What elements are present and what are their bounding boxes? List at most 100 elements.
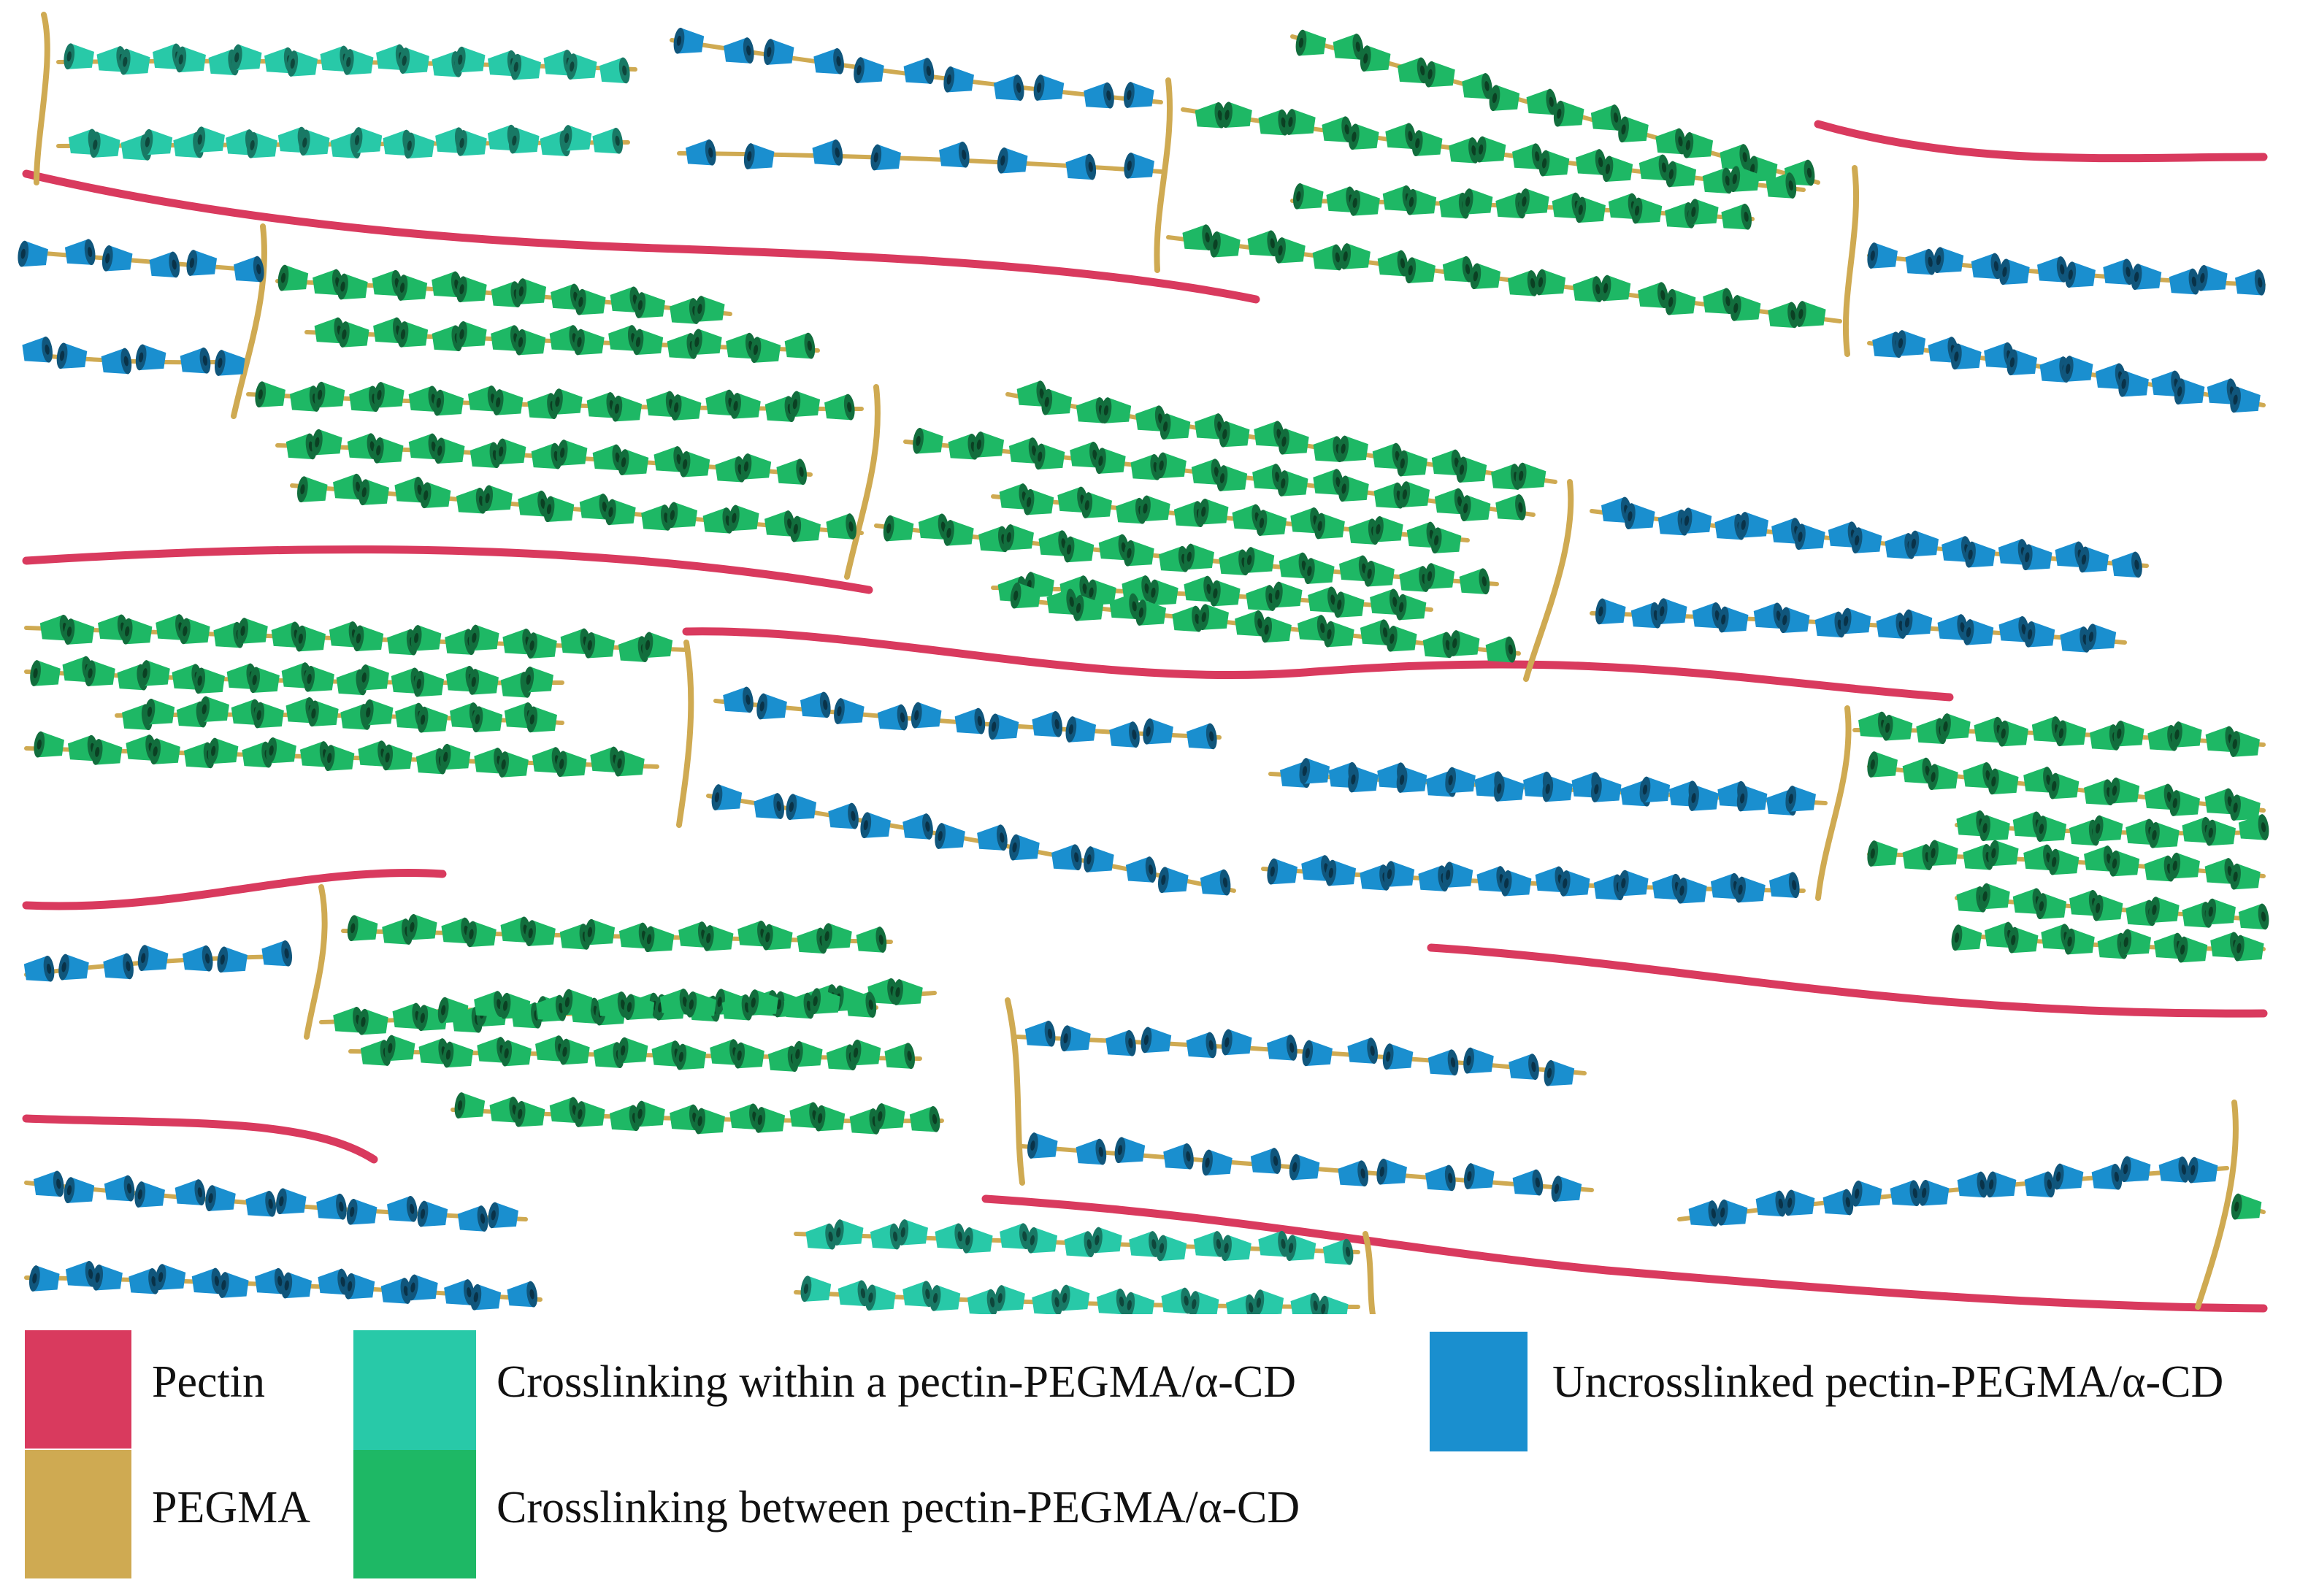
alpha-cyclodextrin-cone-icon (667, 502, 698, 529)
alpha-cyclodextrin-cone-icon (913, 427, 943, 454)
cone-cavity (1281, 1238, 1286, 1249)
cone-cavity (1127, 160, 1132, 171)
alpha-cyclodextrin-cone-icon (1360, 45, 1391, 72)
cone-cavity (1363, 53, 1368, 64)
cone-cavity (878, 1110, 883, 1121)
cone-cavity (989, 1297, 995, 1308)
alpha-cyclodextrin-cone-icon (1717, 1199, 1748, 1226)
cone-cavity (1205, 232, 1210, 243)
cone-cavity (59, 350, 65, 361)
alpha-cyclodextrin-cone-icon (1295, 29, 1327, 56)
alpha-cyclodextrin-cone-icon (762, 924, 793, 951)
cone-cavity (2058, 728, 2064, 739)
alpha-cyclodextrin-cone-icon (813, 47, 844, 74)
cone-cavity (836, 55, 841, 66)
alpha-cyclodextrin-cone-icon (729, 1103, 760, 1130)
alpha-cyclodextrin-cone-icon (2177, 936, 2208, 963)
alpha-cyclodextrin-cone-icon (1163, 1143, 1194, 1170)
cone-cavity (835, 147, 840, 158)
alpha-cyclodextrin-cone-icon (255, 381, 285, 408)
alpha-cyclodextrin-cone-icon (1559, 870, 1590, 897)
alpha-cyclodextrin-cone-icon (1988, 768, 2019, 795)
cone-cavity (737, 1050, 742, 1061)
cone-cavity (853, 1047, 859, 1058)
alpha-cyclodextrin-cone-icon (935, 823, 965, 849)
alpha-cyclodextrin-cone-icon (1940, 713, 1971, 740)
alpha-cyclodextrin-cone-icon (253, 702, 284, 729)
cone-cavity (1792, 880, 1797, 891)
alpha-cyclodextrin-cone-icon (756, 693, 787, 720)
cone-cavity (1313, 1300, 1318, 1311)
alpha-cyclodextrin-cone-icon (837, 1280, 869, 1307)
alpha-cyclodextrin-cone-icon (526, 706, 557, 733)
alpha-cyclodextrin-cone-icon (2024, 621, 2055, 648)
alpha-cyclodextrin-cone-icon (1182, 224, 1214, 251)
alpha-cyclodextrin-cone-icon (417, 1200, 448, 1227)
alpha-cyclodextrin-cone-icon (179, 618, 210, 645)
alpha-cyclodextrin-cone-icon (584, 918, 616, 945)
cone-cavity (578, 1109, 583, 1119)
alpha-cyclodextrin-cone-icon (433, 389, 464, 416)
cone-cavity (1966, 626, 1971, 637)
alpha-cyclodextrin-cone-icon (515, 278, 547, 304)
alpha-cyclodextrin-cone-icon (456, 129, 487, 156)
cone-cavity (1298, 37, 1304, 48)
cone-cavity (1870, 848, 1875, 859)
cone-cavity (420, 1208, 426, 1219)
alpha-cyclodextrin-cone-icon (584, 632, 615, 659)
cone-cavity (1936, 255, 1942, 266)
cone-cavity (32, 1273, 37, 1284)
alpha-cyclodextrin-cone-icon (2174, 378, 2205, 405)
alpha-cyclodextrin-cone-icon (1988, 840, 2019, 867)
alpha-cyclodextrin-cone-icon (1333, 33, 1364, 60)
cone-cavity (878, 935, 883, 945)
cone-cavity (1268, 593, 1273, 603)
alpha-cyclodextrin-cone-icon (1250, 1148, 1281, 1174)
cone-cavity (621, 1045, 626, 1056)
cone-cavity (807, 340, 812, 351)
cone-cavity (197, 675, 202, 686)
alpha-cyclodextrin-cone-icon (1267, 1034, 1298, 1061)
alpha-cyclodextrin-cone-icon (740, 453, 772, 480)
cone-cavity (1222, 429, 1227, 440)
alpha-cyclodextrin-cone-icon (2092, 894, 2123, 921)
cone-cavity (1545, 783, 1550, 794)
alpha-cyclodextrin-cone-icon (18, 240, 48, 267)
alpha-cyclodextrin-cone-icon (1095, 448, 1126, 475)
cone-cavity (895, 987, 900, 997)
cone-cavity (256, 710, 261, 721)
alpha-cyclodextrin-cone-icon (1602, 156, 1633, 183)
cone-cavity (340, 281, 345, 292)
cone-cavity (1931, 848, 1936, 859)
cone-cavity (420, 714, 426, 725)
cone-cavity (799, 467, 804, 477)
alpha-cyclodextrin-cone-icon (245, 1190, 277, 1217)
cone-cavity (1855, 535, 1860, 546)
pegma-chains (24, 12, 2266, 1314)
cone-cavity (1473, 271, 1478, 282)
alpha-cyclodextrin-cone-icon (207, 737, 239, 764)
alpha-cyclodextrin-cone-icon (1073, 594, 1104, 621)
cone-cavity (976, 439, 981, 450)
cone-cavity (540, 498, 545, 509)
cone-cavity (1084, 500, 1089, 510)
alpha-cyclodextrin-cone-icon (643, 926, 675, 953)
alpha-cyclodextrin-cone-icon (34, 731, 64, 758)
alpha-cyclodextrin-cone-icon (1617, 870, 1649, 897)
alpha-cyclodextrin-cone-icon (1123, 82, 1154, 108)
cone-cavity (1518, 502, 1523, 513)
cone-cavity (66, 1185, 72, 1196)
cone-cavity (1289, 1042, 1295, 1053)
cone-cavity (546, 504, 552, 515)
alpha-cyclodextrin-cone-icon (85, 660, 115, 687)
alpha-cyclodextrin-cone-icon (314, 381, 345, 408)
cone-cavity (1742, 152, 1747, 163)
alpha-cyclodextrin-cone-icon (1397, 57, 1428, 84)
cone-cavity (893, 1231, 898, 1242)
cone-cavity (2123, 937, 2128, 948)
alpha-cyclodextrin-cone-icon (1867, 840, 1898, 867)
alpha-cyclodextrin-cone-icon (892, 979, 923, 1005)
alpha-cyclodextrin-cone-icon (1456, 456, 1487, 483)
cone-cavity (1206, 583, 1211, 594)
alpha-cyclodextrin-cone-icon (1247, 230, 1279, 257)
